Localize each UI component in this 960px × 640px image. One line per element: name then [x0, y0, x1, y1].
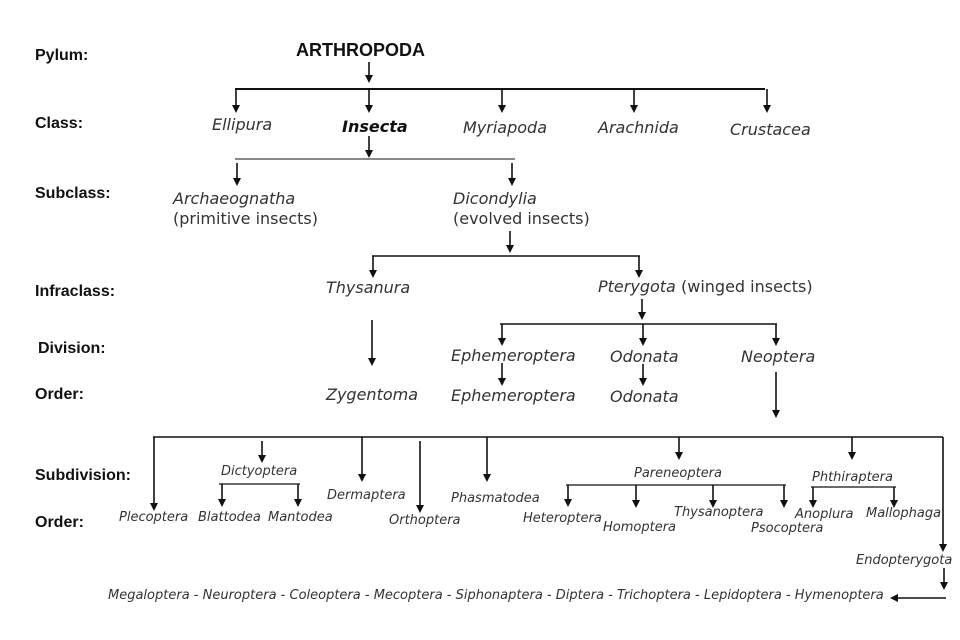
arrow-head-31	[498, 338, 506, 346]
arrow-head-52	[416, 505, 424, 513]
arrow-head-68	[564, 499, 572, 507]
order-blattodea: Blattodea	[198, 510, 261, 525]
arrow-head-17	[233, 178, 241, 186]
arrow-head-19	[508, 178, 516, 186]
order-psocoptera: Psocoptera	[751, 521, 824, 536]
subclass-dicondylia-note: (evolved insects)	[453, 209, 590, 228]
phylum-name: ARTHROPODA	[296, 40, 425, 60]
subdivision-dermaptera: Dermaptera	[327, 488, 406, 503]
rank-label-order-lower: Order:	[35, 514, 84, 531]
subdivision-phthiraptera: Phthiraptera	[812, 470, 893, 485]
division-neoptera: Neoptera	[741, 347, 816, 366]
arrow-head-81	[940, 582, 948, 590]
arrow-head-4	[232, 105, 240, 113]
rank-label-subdivision: Subdivision:	[35, 467, 131, 484]
arrow-head-35	[772, 338, 780, 346]
arrow-head-54	[483, 474, 491, 482]
subdivision-endopterygota: Endopterygota	[856, 553, 953, 568]
arrow-head-83	[890, 594, 898, 602]
arrow-head-24	[369, 270, 377, 278]
order-ephemeroptera: Ephemeroptera	[451, 386, 576, 405]
arrow-head-43	[772, 410, 780, 418]
class-insecta: Insecta	[342, 117, 408, 136]
arrow-head-56	[675, 452, 683, 460]
division-odonata: Odonata	[610, 347, 679, 366]
order-thysanoptera: Thysanoptera	[674, 505, 764, 520]
arrow-head-21	[506, 245, 514, 253]
rank-label-class: Class:	[35, 115, 84, 132]
arrow-head-14	[365, 150, 373, 158]
class-ellipura: Ellipura	[212, 115, 273, 134]
rank-label-infraclass: Infraclass:	[35, 283, 116, 300]
order-mallophaga: Mallophaga	[866, 506, 942, 521]
arrow-head-50	[358, 474, 366, 482]
order-mantodea: Mantodea	[268, 510, 333, 525]
order-orthoptera: Orthoptera	[389, 513, 461, 528]
order-anoplura: Anoplura	[795, 507, 854, 522]
arrow-head-10	[630, 105, 638, 113]
arrow-head-79	[890, 500, 898, 508]
subclass-archaeognatha: Archaeognatha	[173, 189, 296, 208]
arrow-head-65	[294, 499, 302, 507]
arrow-head-60	[939, 544, 947, 552]
arrow-head-33	[639, 338, 647, 346]
arrow-head-41	[639, 378, 647, 386]
infraclass-thysanura: Thysanura	[326, 278, 411, 297]
arrow-head-39	[498, 378, 506, 386]
arrow-head-74	[780, 500, 788, 508]
arrow-head-8	[498, 105, 506, 113]
order-plecoptera: Plecoptera	[119, 510, 189, 525]
arrow-head-26	[635, 270, 643, 278]
infraclass-pterygota: Pterygota	[598, 277, 676, 296]
order-heteroptera: Heteroptera	[523, 511, 602, 526]
rank-label-order: Order:	[35, 386, 84, 403]
order-homoptera: Homoptera	[603, 520, 677, 535]
class-crustacea: Crustacea	[730, 120, 811, 139]
infraclass-pterygota-note: (winged insects)	[681, 277, 813, 296]
arrow-head-37	[368, 358, 376, 366]
class-myriapoda: Myriapoda	[463, 118, 548, 137]
subdivision-pareneoptera: Pareneoptera	[634, 466, 722, 481]
subclass-archaeognatha-note: (primitive insects)	[173, 209, 318, 228]
rank-label-division: Division:	[38, 340, 106, 357]
order-zygentoma: Zygentoma	[326, 385, 419, 404]
subdivision-phasmatodea: Phasmatodea	[451, 491, 540, 506]
arrow-head-48	[258, 455, 266, 463]
rank-label-phylum: Pylum:	[35, 47, 89, 64]
class-arachnida: Arachnida	[598, 118, 679, 137]
arrow-head-12	[763, 105, 771, 113]
arrow-head-70	[632, 500, 640, 508]
subdivision-dictyoptera: Dictyoptera	[221, 464, 298, 479]
endopterygota-orders: Megaloptera - Neuroptera - Coleoptera - …	[108, 588, 884, 603]
arrow-head-77	[809, 500, 817, 508]
arrow-head-63	[218, 499, 226, 507]
arrow-head-46	[150, 503, 158, 511]
arrow-head-72	[709, 500, 717, 508]
arrow-head-58	[848, 452, 856, 460]
arrow-head-6	[365, 105, 373, 113]
subclass-dicondylia: Dicondylia	[453, 189, 537, 208]
arrow-head-1	[365, 75, 373, 83]
arrow-head-28	[638, 312, 646, 320]
order-odonata: Odonata	[610, 387, 679, 406]
rank-label-subclass: Subclass:	[35, 185, 111, 202]
division-ephemeroptera: Ephemeroptera	[451, 346, 576, 365]
